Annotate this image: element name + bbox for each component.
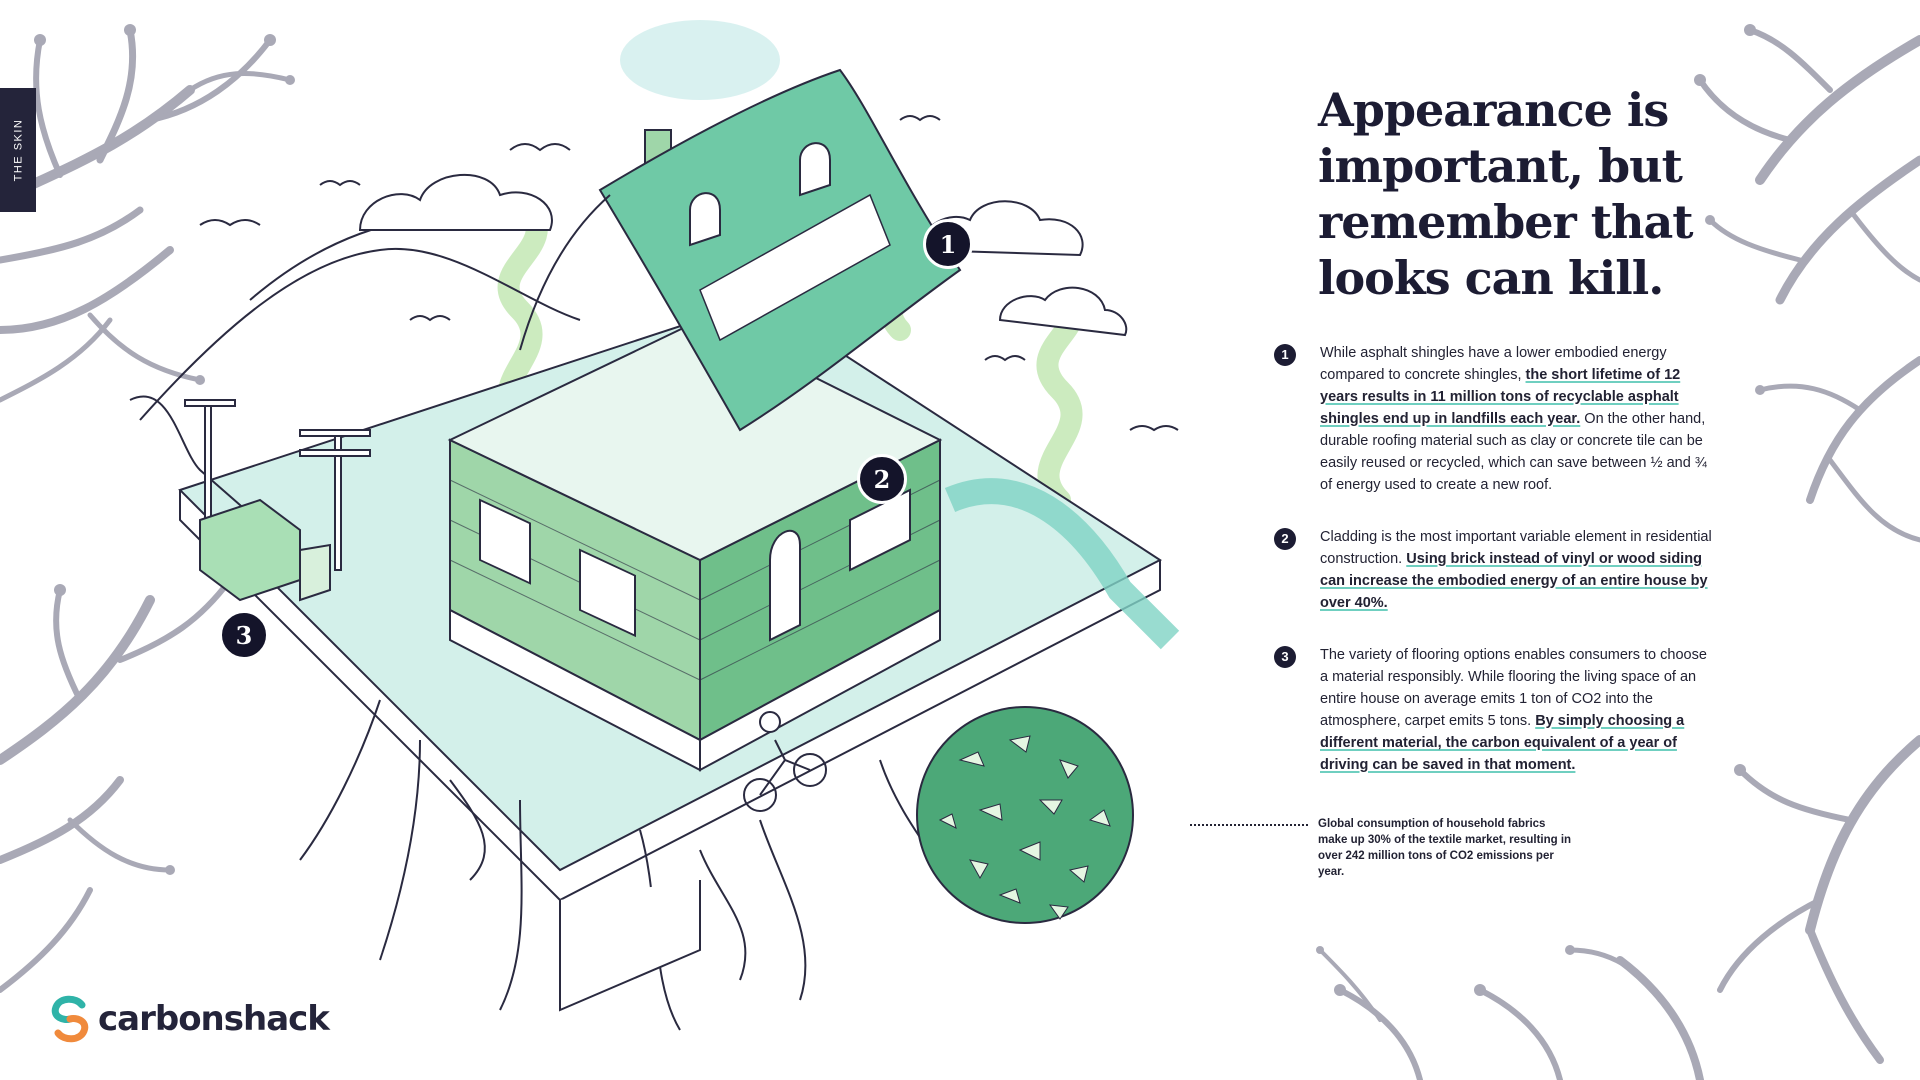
- solar-panel: [699, 193, 891, 342]
- item-highlight: Using brick instead of vinyl or wood sid…: [1320, 551, 1708, 611]
- item-text: On the other hand, durable roofing mater…: [1320, 411, 1707, 493]
- item-text: Cladding is the most important variable …: [1320, 529, 1712, 567]
- page-title: Appearance is important, but remember th…: [1318, 83, 1694, 305]
- utility-poles: [184, 399, 371, 571]
- section-tab: THE SKIN: [0, 88, 36, 212]
- cyclist: [743, 711, 827, 812]
- marker-2: 2: [857, 454, 907, 504]
- item-text: The variety of flooring options enables …: [1320, 647, 1707, 729]
- explanation-item-3: 3 The variety of flooring options enable…: [1274, 644, 1714, 776]
- marker-3-label: 3: [235, 620, 253, 650]
- number-badge: 1: [1274, 344, 1296, 366]
- brand-name: carbonshack: [98, 999, 330, 1039]
- brand-logo: carbonshack: [48, 995, 330, 1043]
- marker-1: 1: [923, 219, 973, 269]
- number-badge: 3: [1274, 646, 1296, 668]
- item-highlight: By simply choosing a different material,…: [1320, 713, 1685, 773]
- explanation-item-1: 1 While asphalt shingles have a lower em…: [1274, 342, 1714, 496]
- marker-3: 3: [219, 610, 269, 660]
- marker-1-label: 1: [939, 229, 957, 259]
- road: [129, 395, 281, 541]
- house-interior-floor: [447, 318, 943, 562]
- item-highlight: the short lifetime of 12 years results i…: [1320, 367, 1681, 427]
- explanation-item-2: 2 Cladding is the most important variabl…: [1274, 526, 1714, 614]
- carbonshack-logo-icon: [51, 995, 89, 1043]
- callout-leader-line: [1190, 824, 1308, 826]
- birds: [199, 115, 1179, 432]
- section-tab-label: THE SKIN: [12, 118, 25, 182]
- marker-2-label: 2: [873, 464, 891, 494]
- truck: [199, 498, 331, 602]
- item-text: While asphalt shingles have a lower embo…: [1320, 345, 1667, 383]
- callout-note: Global consumption of household fabrics …: [1318, 818, 1572, 878]
- house-illustration: [129, 20, 1180, 1031]
- river: [944, 478, 1180, 650]
- explanation-list: 1 While asphalt shingles have a lower em…: [1274, 342, 1714, 806]
- carpet-texture-circle: [916, 706, 1134, 924]
- number-badge: 2: [1274, 528, 1296, 550]
